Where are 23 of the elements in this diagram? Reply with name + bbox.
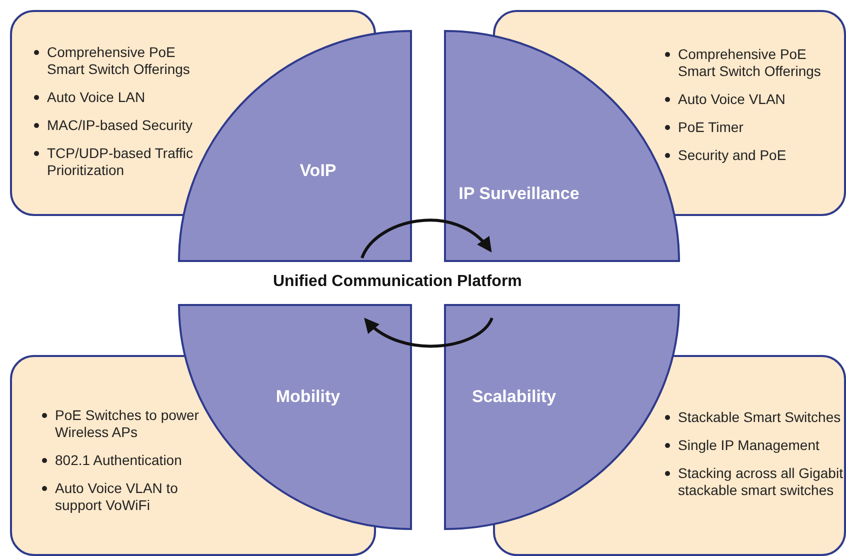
center-title: Unified Communication Platform [273, 273, 522, 291]
segment-label: VoIP [298, 160, 338, 181]
bullet-text: Stacking across all Gigabit stackable smart switches [678, 465, 843, 499]
bullet-text: PoE Timer [678, 119, 744, 136]
bullet-text: Security and PoE [678, 147, 788, 164]
curved-arrow [364, 317, 494, 348]
bullet-text: Auto Voice VLAN to support VoWiFi [55, 480, 179, 514]
bullet-text: 802.1 Authentication [55, 452, 183, 469]
bullet-text: PoE Switches to power Wireless APs [55, 407, 200, 441]
segment-label: Scalability [470, 386, 558, 407]
bullet-text: Comprehensive PoE Smart Switch Offerings [47, 44, 191, 78]
curved-arrow [360, 218, 492, 259]
bullet-text: Single IP Management [678, 437, 820, 454]
segment-label: Mobility [274, 386, 342, 407]
bullet-text: Comprehensive PoE Smart Switch Offerings [678, 46, 822, 80]
bullet-text: Auto Voice VLAN [678, 91, 786, 108]
bullet-text: Auto Voice LAN [47, 89, 146, 106]
quarter-circle-segment [444, 30, 680, 262]
bullet-text: TCP/UDP-based Traffic Prioritization [47, 145, 194, 179]
quarter-circle-segment [444, 304, 680, 530]
bullet-text: Stackable Smart Switches [678, 409, 842, 426]
segment-label: IP Surveillance [458, 183, 580, 204]
bullet-text: MAC/IP-based Security [47, 117, 194, 134]
